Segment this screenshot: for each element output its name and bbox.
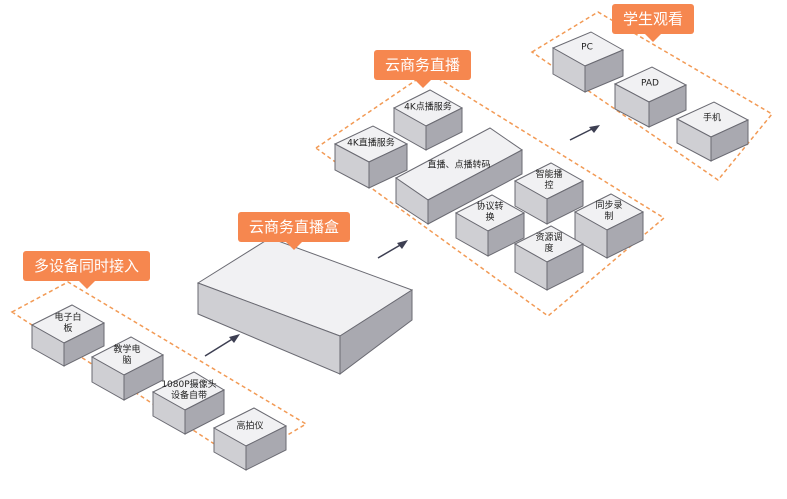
cube-smart-control [513, 162, 585, 225]
cube-4k-vod [392, 89, 464, 151]
label-document-camera: 高拍仪 [236, 421, 264, 432]
streaming-box-block [196, 237, 414, 375]
cube-pc [551, 31, 625, 93]
cube-teaching-pc [90, 336, 165, 401]
label-phone: 手机 [702, 113, 722, 124]
streaming-box-title: 云商务直播盒 [238, 212, 351, 250]
label-transcode: 直播、点播转码 [427, 160, 491, 171]
cube-pad [613, 66, 688, 128]
label-4k-live: 4K直播服务 [347, 138, 395, 149]
label-camera: 1080P摄像头 设备自带 [161, 380, 217, 401]
student-viewing-title: 学生观看 [612, 4, 695, 42]
label-pad: PAD [641, 78, 659, 89]
arrow-device-to-box [204, 334, 240, 357]
cube-document-camera [212, 407, 288, 471]
cube-protocol [454, 194, 526, 257]
multi-device-title: 多设备同时接入 [23, 251, 151, 289]
arrow-live-to-student [569, 125, 600, 141]
cube-sync-record [573, 193, 645, 259]
label-protocol: 协议转 换 [476, 202, 504, 223]
arrow-box-to-live [377, 240, 408, 259]
label-4k-vod: 4K点播服务 [404, 102, 452, 113]
cube-whiteboard [30, 304, 106, 367]
cube-phone [675, 101, 750, 162]
live-group-border [314, 71, 666, 317]
label-smart-control: 智能播 控 [535, 170, 563, 191]
label-teaching-pc: 教学电 脑 [113, 345, 141, 366]
cloud-live-title: 云商务直播 [374, 50, 472, 88]
label-sync-record: 同步录 制 [595, 201, 623, 222]
cube-camera [151, 371, 226, 435]
block-transcode [395, 127, 523, 225]
cube-4k-live [333, 125, 409, 189]
student-group-border [530, 11, 774, 182]
label-pc: PC [581, 42, 593, 53]
label-whiteboard: 电子白 板 [54, 313, 82, 334]
label-resource: 资源调 度 [535, 233, 563, 254]
cube-resource [513, 225, 585, 291]
